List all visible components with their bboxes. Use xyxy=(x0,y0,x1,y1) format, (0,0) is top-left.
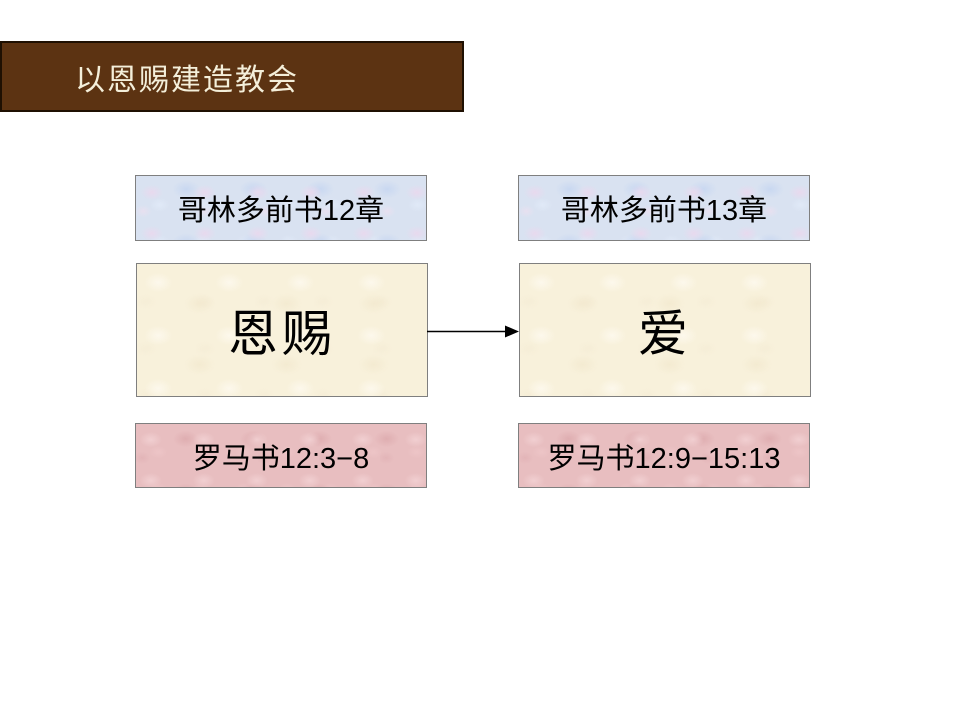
slide-title: 以恩赐建造教会 xyxy=(75,63,299,97)
scripture-box-rom12-3-8: 罗马书12:3−8 xyxy=(135,423,427,488)
concept-box-love: 爱 xyxy=(519,263,811,397)
scripture-label: 哥林多前书12章 xyxy=(177,195,385,227)
concept-box-gifts: 恩赐 xyxy=(136,263,428,397)
title-banner: 以恩赐建造教会 xyxy=(0,41,464,112)
scripture-box-rom12-9-15-13: 罗马书12:9−15:13 xyxy=(518,423,810,488)
scripture-box-1cor13: 哥林多前书13章 xyxy=(518,175,810,241)
concept-label: 恩赐 xyxy=(228,306,336,362)
right-arrow-icon xyxy=(427,324,519,339)
scripture-label: 罗马书12:3−8 xyxy=(192,442,370,475)
concept-label: 爱 xyxy=(638,306,692,362)
scripture-box-1cor12: 哥林多前书12章 xyxy=(135,175,427,241)
scripture-label: 罗马书12:9−15:13 xyxy=(547,442,781,475)
scripture-label: 哥林多前书13章 xyxy=(560,195,768,227)
